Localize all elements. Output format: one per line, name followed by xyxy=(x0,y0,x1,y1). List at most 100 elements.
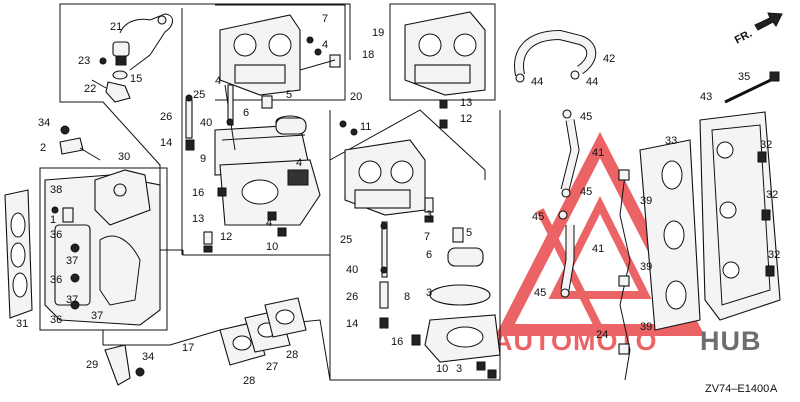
callout-c22: 22 xyxy=(84,83,96,95)
carb-gaskets-lower xyxy=(219,297,307,366)
callout-c44b: 44 xyxy=(586,76,598,88)
callout-c11: 11 xyxy=(360,121,371,133)
manifold-gasket xyxy=(4,189,33,319)
callout-c39c: 39 xyxy=(640,321,652,333)
carburetor-center xyxy=(339,120,434,223)
callout-c32b: 32 xyxy=(766,189,778,201)
callout-c3c: 3 xyxy=(456,363,462,375)
callout-c3b: 3 xyxy=(426,287,432,299)
intake-silencer-cover xyxy=(699,111,781,321)
fuel-cap-assembly xyxy=(91,13,173,103)
callout-c16a: 16 xyxy=(192,187,204,199)
callout-c45c: 45 xyxy=(532,211,544,223)
callout-c7a: 7 xyxy=(322,13,328,25)
float-chamber-upper xyxy=(214,115,321,226)
callout-c18: 18 xyxy=(362,49,374,61)
callout-c13a: 13 xyxy=(460,97,472,109)
diagram-code: ZV74–E1400 xyxy=(705,383,769,395)
callout-c4c: 4 xyxy=(296,157,302,169)
callout-c26b: 26 xyxy=(346,291,358,303)
fuel-hoses xyxy=(558,109,580,298)
callout-c13b: 13 xyxy=(192,213,204,225)
callout-c26a: 26 xyxy=(160,111,172,123)
callout-c16b: 16 xyxy=(391,336,403,348)
callout-c38: 38 xyxy=(50,184,62,196)
callout-c10a: 10 xyxy=(266,241,278,253)
callout-c5a: 5 xyxy=(286,89,292,101)
callout-c42: 42 xyxy=(603,53,615,65)
callout-c40b: 40 xyxy=(346,264,358,276)
callout-c41b: 41 xyxy=(592,243,604,255)
callout-c45b: 45 xyxy=(580,186,592,198)
front-direction-label: FR. xyxy=(733,28,754,47)
callout-c37b: 37 xyxy=(66,294,78,306)
callout-c36a: 36 xyxy=(50,229,62,241)
callout-c37c: 37 xyxy=(91,310,103,322)
callout-c25b: 25 xyxy=(340,234,352,246)
watermark-text-main: AUTOMOTO xyxy=(493,326,658,356)
callout-c14a: 14 xyxy=(160,137,172,149)
callout-c34b: 34 xyxy=(142,351,154,363)
float-chamber-lower xyxy=(411,284,501,379)
callout-c4a: 4 xyxy=(322,39,328,51)
callout-c29: 29 xyxy=(86,359,98,371)
watermark-text-accent: HUB xyxy=(700,326,762,356)
clamp-clip xyxy=(59,125,101,161)
callout-c32a: 32 xyxy=(760,139,772,151)
callout-c32c: 32 xyxy=(768,249,780,261)
callout-c5b: 5 xyxy=(466,227,472,239)
callout-c30: 30 xyxy=(118,151,130,163)
callout-c31: 31 xyxy=(16,318,28,330)
jet-needles-center xyxy=(379,221,484,329)
callout-c27: 27 xyxy=(266,361,278,373)
callout-c15: 15 xyxy=(130,73,142,85)
callout-c35: 35 xyxy=(738,71,750,83)
callout-c37a: 37 xyxy=(66,255,78,267)
callout-c8: 8 xyxy=(404,291,410,303)
callout-c2: 2 xyxy=(40,142,46,154)
callout-c3a: 3 xyxy=(426,209,432,221)
front-direction-marker: FR. xyxy=(733,12,783,47)
callout-c1: 1 xyxy=(50,214,56,226)
carburetor-top-right xyxy=(404,11,486,129)
callout-c28a: 28 xyxy=(243,375,255,387)
callout-c17: 17 xyxy=(182,342,194,354)
callout-c10b: 10 xyxy=(436,363,448,375)
callout-c7b: 7 xyxy=(424,231,430,243)
callout-c36b: 36 xyxy=(50,274,62,286)
callout-c40a: 40 xyxy=(200,117,212,129)
carburetor-top xyxy=(219,14,341,96)
callout-c6a: 6 xyxy=(243,107,249,119)
callout-c4b: 4 xyxy=(215,75,221,87)
long-bolt xyxy=(724,71,780,104)
callout-c19: 19 xyxy=(372,27,384,39)
diagram-code-suffix: A xyxy=(770,383,778,395)
callout-c14b: 14 xyxy=(346,318,358,330)
spacer-gasket xyxy=(639,139,701,331)
callout-c36c: 36 xyxy=(50,314,62,326)
callout-c39b: 39 xyxy=(640,261,652,273)
callout-c21: 21 xyxy=(110,21,122,33)
breather-hose xyxy=(514,29,597,83)
callout-c9: 9 xyxy=(200,153,206,165)
callout-c45a: 45 xyxy=(580,111,592,123)
callout-c20: 20 xyxy=(350,91,362,103)
callout-c6b: 6 xyxy=(426,249,432,261)
callout-c39a: 39 xyxy=(640,195,652,207)
callout-c43: 43 xyxy=(700,91,712,103)
callout-c41a: 41 xyxy=(592,147,604,159)
callout-c33: 33 xyxy=(665,135,677,147)
intake-manifold xyxy=(44,169,161,326)
callout-c44a: 44 xyxy=(531,76,543,88)
callout-c34a: 34 xyxy=(38,117,50,129)
callout-c45d: 45 xyxy=(534,287,546,299)
callout-c25a: 25 xyxy=(193,89,205,101)
callout-c4d: 4 xyxy=(266,217,272,229)
wire-harness xyxy=(618,169,631,381)
callout-c28b: 28 xyxy=(286,349,298,361)
callout-c24: 24 xyxy=(596,329,608,341)
callout-c23: 23 xyxy=(78,55,90,67)
callout-c12b: 12 xyxy=(220,231,232,243)
